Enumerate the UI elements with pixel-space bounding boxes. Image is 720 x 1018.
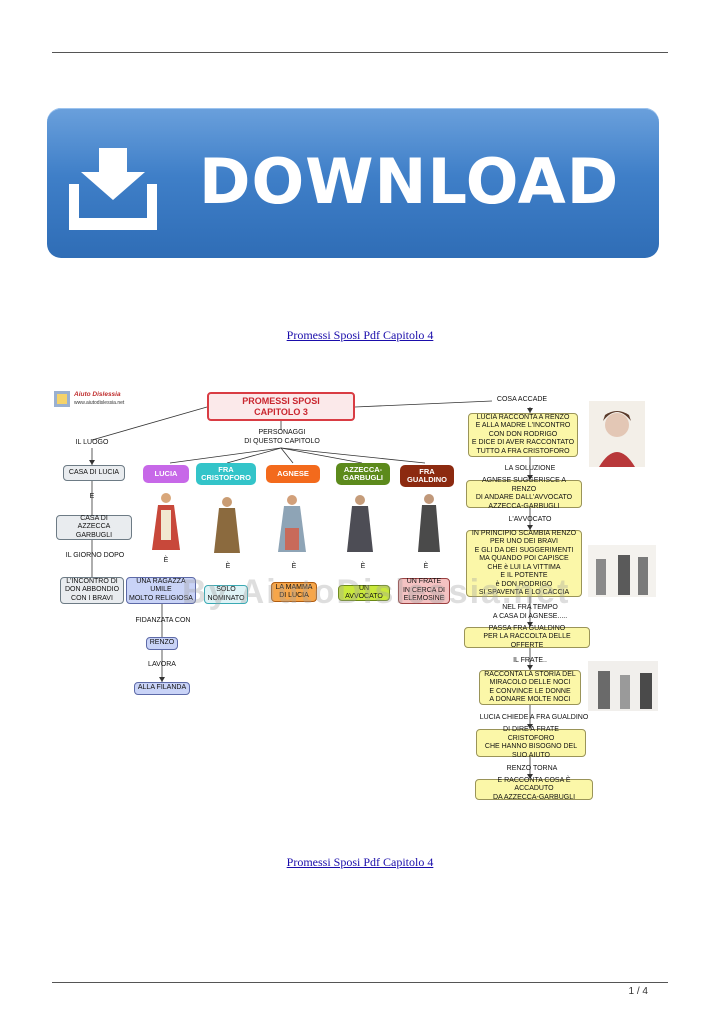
frate-illustration — [588, 661, 658, 711]
renzo-box: RENZO — [146, 637, 178, 650]
figure-agnese — [278, 495, 306, 552]
character-azzecca-garbugli: AZZECCA- GARBUGLI — [336, 463, 390, 485]
cristoforo-e: È — [225, 563, 231, 570]
connector-lines — [89, 400, 533, 779]
frate-label: IL FRATE.. — [513, 657, 547, 664]
figure-fra-gualdino — [418, 494, 440, 552]
casa-azzecca-box: CASA DI AZZECCA GARBUGLI — [56, 515, 132, 540]
avvocato-box: IN PRINCIPIO SCAMBIA RENZO PER UNO DEI B… — [466, 530, 582, 597]
renzo-torna-label: RENZO TORNA — [506, 765, 558, 772]
avvocato-label: L'AVVOCATO — [508, 516, 552, 523]
final-box: E RACCONTA COSA È ACCADUTO DA AZZECCA-GA… — [475, 777, 593, 801]
download-icon — [69, 148, 157, 230]
figure-lucia — [152, 493, 180, 550]
document-link-bottom[interactable]: Promessi Sposi Pdf Capitolo 4 — [286, 855, 434, 869]
fra-tempo-label: NEL FRA TEMPO A CASA DI AGNESE..... — [492, 604, 568, 620]
logo: Aiuto Dislessia www.aiutodislessia.net — [54, 391, 154, 409]
giorno-label: IL GIORNO DOPO — [65, 552, 125, 559]
e-label: E — [89, 493, 95, 500]
watermark: By AiutoDislessia.net — [182, 573, 571, 611]
character-lucia: LUCIA — [143, 465, 189, 483]
figure-fra-cristoforo — [214, 497, 240, 553]
filanda-box: ALLA FILANDA — [134, 682, 190, 695]
casa-lucia-box: CASA DI LUCIA — [63, 465, 125, 481]
gualdino-desc: UN FRATE IN CERCA DI ELEMOSINE — [398, 578, 450, 604]
racconta-storia-box: RACCONTA LA STORIA DEL MIRACOLO DELLE NO… — [479, 670, 581, 705]
avvocato-illustration — [588, 545, 656, 597]
agnese-desc: LA MAMMA DI LUCIA — [271, 582, 317, 602]
figure-azzecca-garbugli — [347, 495, 373, 552]
concept-map-image: Aiuto Dislessia www.aiutodislessia.net P… — [52, 385, 668, 815]
cosa-accade-label: COSA ACCADE — [496, 396, 548, 403]
map-title: PROMESSI SPOSI CAPITOLO 3 — [207, 392, 355, 421]
incontro-box: L'INCONTRO DI DON ABBONDIO CON I BRAVI — [60, 577, 124, 604]
logo-url: www.aiutodislessia.net — [74, 400, 125, 406]
passa-gualdino-box: PASSA FRA GUALDINO PER LA RACCOLTA DELLE… — [464, 625, 590, 649]
lucia-racconta-box: LUCIA RACCONTA A RENZO E ALLA MADRE L'IN… — [468, 413, 578, 457]
top-rule — [52, 52, 668, 53]
lucia-desc: UNA RAGAZZA UMILE MOLTO RELIGIOSA — [126, 577, 196, 604]
soluzione-label: LA SOLUZIONE — [504, 465, 556, 472]
cristoforo-desc: SOLO NOMINATO — [204, 585, 248, 604]
character-fra-gualdino: FRA GUALDINO — [400, 465, 454, 487]
lavora-label: LAVORA — [148, 661, 176, 668]
bottom-rule — [52, 982, 668, 983]
document-link-top[interactable]: Promessi Sposi Pdf Capitolo 4 — [286, 328, 434, 342]
lucia-chiede-label: LUCIA CHIEDE A FRA GUALDINO — [479, 714, 589, 721]
download-button[interactable]: DOWNLOAD — [47, 108, 659, 258]
logo-image — [54, 391, 70, 407]
character-agnese: AGNESE — [266, 465, 320, 483]
luogo-label: IL LUOGO — [75, 439, 109, 446]
dire-cristoforo-box: DI DIRE A FRATE CRISTOFORO CHE HANNO BIS… — [476, 726, 586, 759]
lucia-e: È — [163, 557, 169, 564]
personaggi-label: PERSONAGGI DI QUESTO CAPITOLO — [244, 429, 320, 445]
azzecca-e: È — [360, 563, 366, 570]
logo-name: Aiuto Dislessia — [74, 391, 121, 398]
character-fra-cristoforo: FRA CRISTOFORO — [196, 463, 256, 485]
lucia-portrait — [589, 401, 645, 467]
agnese-e: È — [291, 563, 297, 570]
azzecca-desc: UN AVVOCATO — [338, 585, 390, 601]
download-label: DOWNLOAD — [199, 145, 620, 218]
page-number: 1 / 4 — [628, 986, 648, 997]
gualdino-e: È — [423, 563, 429, 570]
fidanzata-label: FIDANZATA CON — [135, 617, 191, 624]
agnese-suggerisce-box: AGNESE SUGGERISCE A RENZO DI ANDARE DALL… — [466, 477, 582, 510]
